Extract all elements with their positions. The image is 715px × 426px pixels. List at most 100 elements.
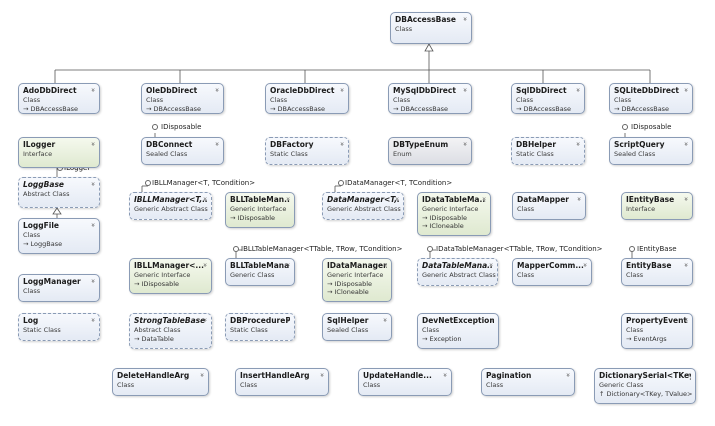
interface-ibllmanager[interactable]: IBLLManager<... Generic Interface → IDis…: [129, 258, 212, 294]
double-chevron-down-icon[interactable]: »: [198, 372, 206, 378]
class-loggbase[interactable]: LoggBase Abstract Class »: [18, 177, 100, 208]
double-chevron-down-icon[interactable]: »: [381, 262, 389, 268]
class-dbfactory[interactable]: DBFactory Static Class »: [265, 137, 349, 165]
interface-ilogger[interactable]: ILogger Interface »: [18, 137, 100, 168]
double-chevron-down-icon[interactable]: »: [201, 262, 209, 268]
label-idisposable-1: IDisposable: [161, 123, 202, 131]
double-chevron-down-icon[interactable]: »: [89, 278, 97, 284]
label-ilogger: ILogger: [64, 164, 91, 172]
double-chevron-down-icon[interactable]: »: [480, 196, 488, 202]
double-chevron-down-icon[interactable]: »: [213, 87, 221, 93]
double-chevron-down-icon[interactable]: »: [89, 317, 97, 323]
lollipop-idisposable-1: [152, 124, 158, 130]
class-pagination[interactable]: Pagination Class »: [481, 368, 575, 396]
class-datamapper[interactable]: DataMapper Class »: [512, 192, 586, 220]
double-chevron-down-icon[interactable]: »: [441, 372, 449, 378]
class-dbprocedurep[interactable]: DBProcedureP... Static Class »: [225, 313, 295, 341]
class-name: DBAccessBase: [395, 15, 456, 24]
double-chevron-down-icon[interactable]: »: [461, 141, 469, 147]
double-chevron-down-icon[interactable]: »: [461, 87, 469, 93]
class-entitybase[interactable]: EntityBase Class »: [621, 258, 693, 286]
double-chevron-down-icon[interactable]: »: [338, 141, 346, 147]
class-devnetexception[interactable]: DevNetException Class → Exception »: [417, 313, 499, 349]
class-name: DevNetException: [422, 316, 494, 325]
class-kind: Class: [614, 96, 632, 104]
double-chevron-down-icon[interactable]: »: [381, 317, 389, 323]
double-chevron-down-icon[interactable]: »: [213, 141, 221, 147]
class-name: SQLiteDbDirect: [614, 86, 680, 95]
class-kind: Generic Interface: [422, 205, 479, 213]
double-chevron-down-icon[interactable]: »: [682, 196, 690, 202]
double-chevron-down-icon[interactable]: »: [581, 262, 589, 268]
class-mappercomm[interactable]: MapperComm... Class »: [512, 258, 592, 286]
label-idisposable-2: IDisposable: [631, 123, 672, 131]
class-kind: Generic Abstract Class: [422, 271, 496, 279]
class-sqlhelper[interactable]: SqlHelper Sealed Class »: [322, 313, 392, 341]
class-dictionaryserial[interactable]: DictionarySerial<TKey,... Generic Class …: [594, 368, 696, 404]
interface-idatamanager[interactable]: IDataManager... Generic Interface → IDis…: [322, 258, 392, 302]
class-ibllmanager-abstract[interactable]: IBLLManager<T,... Generic Abstract Class…: [129, 192, 212, 220]
class-name: DeleteHandleArg: [117, 371, 190, 380]
class-kind: Class: [146, 96, 164, 104]
class-updatehandle[interactable]: UpdateHandle... Class »: [358, 368, 452, 396]
double-chevron-down-icon[interactable]: »: [461, 16, 469, 22]
double-chevron-down-icon[interactable]: »: [201, 196, 209, 202]
class-name: DictionarySerial<TKey,...: [599, 371, 691, 380]
class-datamanager[interactable]: DataManager<T,... Generic Abstract Class…: [322, 192, 404, 220]
double-chevron-down-icon[interactable]: »: [89, 141, 97, 147]
double-chevron-down-icon[interactable]: »: [393, 196, 401, 202]
interface-idatatablema[interactable]: IDataTableMa... Generic Interface → IDis…: [417, 192, 491, 236]
class-propertyevent[interactable]: PropertyEvent... Class → EventArgs »: [621, 313, 693, 349]
double-chevron-down-icon[interactable]: »: [487, 262, 495, 268]
class-mysqldbdirect[interactable]: MySqlDbDirect Class → DBAccessBase »: [388, 83, 472, 114]
class-dbhelper[interactable]: DBHelper Static Class »: [511, 137, 585, 165]
class-inserthandlearg[interactable]: InsertHandleArg Class »: [235, 368, 329, 396]
double-chevron-down-icon[interactable]: »: [682, 262, 690, 268]
class-datatablemana[interactable]: DataTableMana... Generic Abstract Class …: [417, 258, 498, 286]
class-sqlitedbdirect[interactable]: SQLiteDbDirect Class → DBAccessBase »: [609, 83, 693, 114]
class-blltablemana[interactable]: BLLTableMana... Generic Class »: [225, 258, 295, 286]
class-loggfile[interactable]: LoggFile Class → LoggBase »: [18, 218, 100, 254]
class-adodbdirect[interactable]: AdoDbDirect Class → DBAccessBase »: [18, 83, 100, 114]
interface-ientitybase[interactable]: IEntityBase Interface »: [621, 192, 693, 220]
double-chevron-down-icon[interactable]: »: [338, 87, 346, 93]
class-base-2: → ICloneable: [327, 288, 369, 296]
double-chevron-down-icon[interactable]: »: [284, 196, 292, 202]
class-oracledbdirect[interactable]: OracleDbDirect Class → DBAccessBase »: [265, 83, 349, 114]
class-loggmanager[interactable]: LoggManager Class »: [18, 274, 100, 302]
double-chevron-down-icon[interactable]: »: [318, 372, 326, 378]
double-chevron-down-icon[interactable]: »: [284, 317, 292, 323]
double-chevron-down-icon[interactable]: »: [685, 372, 693, 378]
class-kind: Abstract Class: [23, 190, 70, 198]
class-sqldbdirect[interactable]: SqlDbDirect Class → DBAccessBase »: [511, 83, 585, 114]
enum-dbtypeenum[interactable]: DBTypeEnum Enum »: [388, 137, 472, 165]
double-chevron-down-icon[interactable]: »: [574, 87, 582, 93]
double-chevron-down-icon[interactable]: »: [284, 262, 292, 268]
class-scriptquery[interactable]: ScriptQuery Sealed Class »: [609, 137, 693, 165]
double-chevron-down-icon[interactable]: »: [574, 141, 582, 147]
class-dbaccessbase[interactable]: DBAccessBase Class »: [390, 12, 472, 44]
class-log[interactable]: Log Static Class »: [18, 313, 100, 341]
lollipop-ibllbtablemanager: [233, 246, 239, 252]
double-chevron-down-icon[interactable]: »: [682, 317, 690, 323]
label-ibllmanager: IBLLManager<T, TCondition>: [152, 179, 256, 187]
double-chevron-down-icon[interactable]: »: [682, 141, 690, 147]
double-chevron-down-icon[interactable]: »: [201, 317, 209, 323]
double-chevron-down-icon[interactable]: »: [89, 222, 97, 228]
class-base-1: → IDisposable: [327, 280, 373, 288]
class-kind: Static Class: [270, 150, 308, 158]
interface-blltablemana[interactable]: BLLTableMan... Generic Interface → IDisp…: [225, 192, 295, 228]
double-chevron-down-icon[interactable]: »: [89, 181, 97, 187]
class-deletehandlearg[interactable]: DeleteHandleArg Class »: [112, 368, 209, 396]
double-chevron-down-icon[interactable]: »: [682, 87, 690, 93]
double-chevron-down-icon[interactable]: »: [89, 87, 97, 93]
class-kind: Generic Interface: [230, 205, 287, 213]
double-chevron-down-icon[interactable]: »: [575, 196, 583, 202]
class-oledbdirect[interactable]: OleDbDirect Class → DBAccessBase »: [141, 83, 224, 114]
class-strongtablebase[interactable]: StrongTableBase Abstract Class → DataTab…: [129, 313, 212, 349]
double-chevron-down-icon[interactable]: »: [488, 317, 496, 323]
class-name: Log: [23, 316, 39, 325]
class-dbconnect[interactable]: DBConnect Sealed Class »: [141, 137, 224, 165]
class-kind: Class: [23, 231, 41, 239]
double-chevron-down-icon[interactable]: »: [564, 372, 572, 378]
